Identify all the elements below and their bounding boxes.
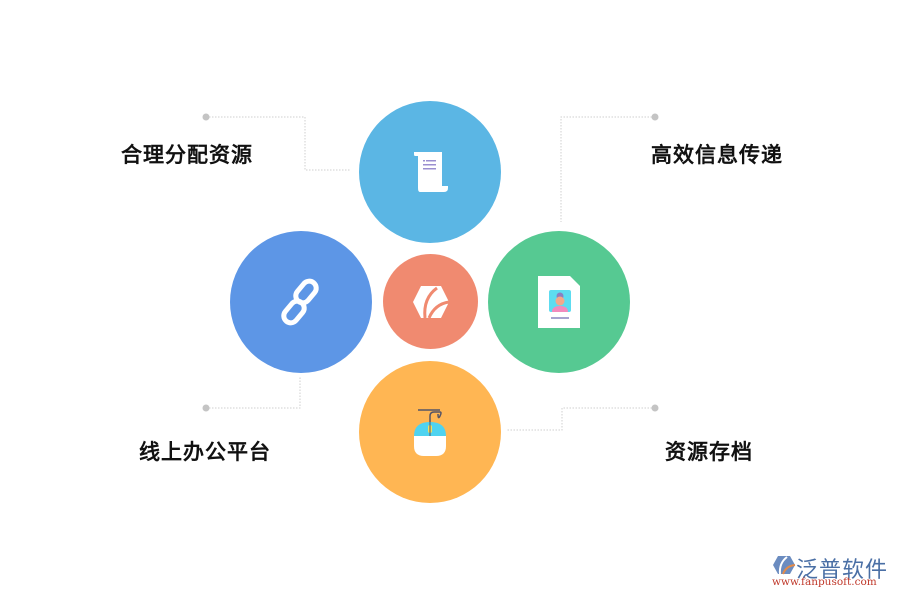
watermark-logo: 泛普软件 www.fanpusoft.com bbox=[770, 552, 895, 592]
connector-dot bbox=[651, 113, 659, 121]
label-bottom: 资源存档 bbox=[665, 440, 753, 464]
connector-top-right bbox=[560, 116, 655, 222]
connector-dot bbox=[202, 113, 210, 121]
connector-bottom-right bbox=[506, 407, 655, 431]
mouse-icon bbox=[414, 409, 446, 456]
label-right: 高效信息传递 bbox=[651, 143, 783, 167]
connector-bottom-left bbox=[206, 376, 301, 409]
scroll-document-icon bbox=[414, 152, 448, 192]
label-top: 合理分配资源 bbox=[121, 143, 253, 167]
connector-dot bbox=[651, 404, 659, 412]
center-logo-circle bbox=[383, 254, 478, 349]
node-top-circle bbox=[359, 101, 501, 243]
node-right-circle bbox=[488, 231, 630, 373]
fanpu-logo-icon bbox=[412, 285, 449, 319]
watermark-brand: 泛普软件 bbox=[796, 558, 889, 583]
connector-top-left bbox=[206, 116, 350, 171]
node-left-circle bbox=[230, 231, 372, 373]
label-left: 线上办公平台 bbox=[139, 440, 271, 464]
link-chain-icon bbox=[281, 278, 319, 326]
profile-document-icon bbox=[538, 276, 580, 328]
node-bottom-circle bbox=[359, 361, 501, 503]
fanpu-brand-icon bbox=[773, 556, 796, 575]
connector-dot bbox=[202, 404, 210, 412]
watermark-url: www.fanpusoft.com bbox=[772, 576, 877, 588]
